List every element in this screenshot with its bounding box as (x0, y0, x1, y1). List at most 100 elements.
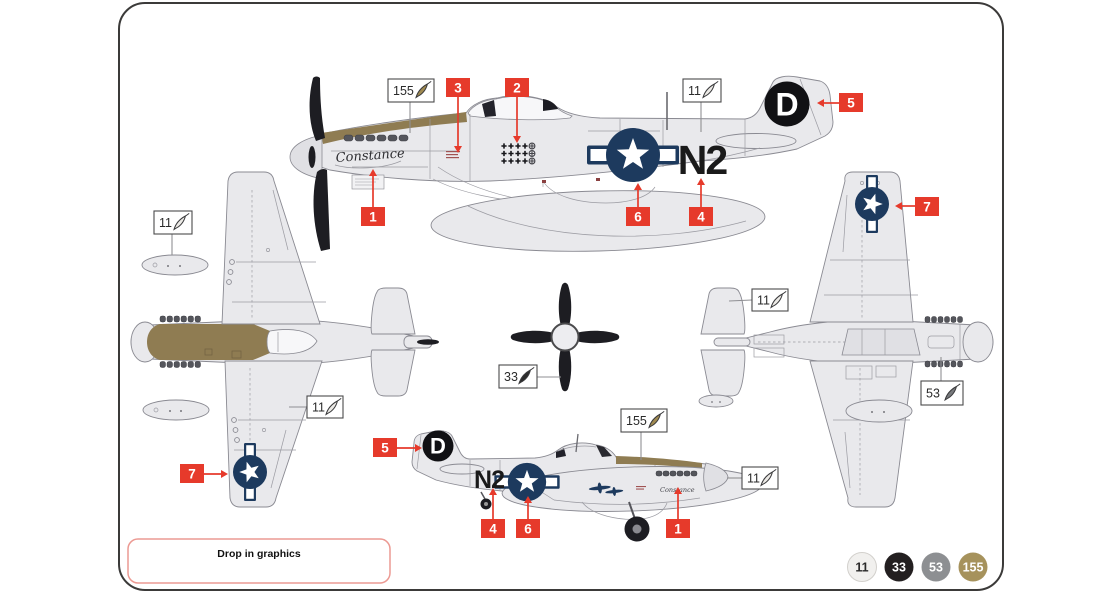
fuselage-code-text: N2 (474, 466, 504, 494)
drop-tank-small (698, 394, 734, 408)
aircraft-top-plan-view (130, 171, 439, 508)
propeller-blade (558, 348, 572, 392)
callout-4-bottom: 4 (481, 519, 505, 538)
svg-text:3: 3 (454, 81, 462, 96)
flap-line (467, 205, 747, 237)
exhaust-stacks (924, 316, 963, 368)
callout-4-top: 4 (689, 207, 713, 226)
callout-6-top: 6 (626, 207, 650, 226)
svg-text:1: 1 (369, 210, 377, 225)
tailwheel-hub (484, 502, 488, 506)
propeller-blade-root (308, 146, 316, 168)
drop-in-graphics-label: Drop in graphics (217, 548, 301, 560)
svg-text:33: 33 (504, 370, 518, 384)
svg-text:6: 6 (524, 522, 532, 537)
svg-text:53: 53 (926, 387, 940, 401)
page-border (118, 2, 1004, 591)
anti-glare-panel (147, 324, 253, 360)
callout-1-bottom: 1 (666, 519, 690, 538)
gun-port (232, 427, 239, 433)
rudder-edge (417, 339, 439, 345)
spinner (703, 462, 729, 492)
gun-port (229, 259, 235, 265)
paint-label-53-exhaust: 53 (920, 380, 964, 406)
exhaust-stacks (343, 134, 409, 142)
wing-walk-silhouettes (588, 482, 624, 496)
gun-port (227, 269, 234, 275)
stencil-text (636, 488, 644, 490)
svg-text:6: 6 (634, 210, 642, 225)
svg-text:155: 155 (963, 561, 984, 575)
radiator-scoop (841, 328, 921, 356)
tailplane-upper (700, 287, 746, 335)
svg-text:2: 2 (513, 81, 521, 96)
paint-label-155-top: 155 (387, 78, 435, 103)
svg-text:155: 155 (393, 84, 414, 98)
paint-label-11-left-wing: 11 (306, 395, 344, 419)
gear-strut (628, 501, 636, 520)
tailwheel-strut (480, 491, 486, 500)
paint-swatch-11: 11 (847, 552, 877, 582)
headrest (543, 99, 558, 111)
aircraft-underside-view (700, 171, 994, 508)
spinner (289, 134, 323, 180)
propeller-blade (510, 330, 554, 344)
stencil-text (636, 486, 646, 488)
callout-7-left: 7 (180, 464, 204, 483)
exhaust-stacks (159, 315, 201, 368)
paint-label-11-right-tail: 11 (751, 288, 789, 312)
windscreen-frame (482, 100, 496, 117)
rudder-underside (713, 337, 751, 347)
propeller-front-view (510, 282, 620, 392)
callout-2: 2 (505, 78, 529, 97)
callout-5-bottom: 5 (373, 438, 397, 457)
aileron-line (272, 189, 289, 251)
wing-panel-lines (232, 261, 326, 303)
svg-text:7: 7 (188, 467, 196, 482)
canopy-line (557, 445, 597, 452)
propeller-blade-upper (309, 76, 325, 141)
svg-text:5: 5 (381, 441, 389, 456)
wingtip-light (860, 181, 864, 185)
tailwheel-door (753, 334, 785, 345)
port-wing (221, 171, 321, 325)
propeller-blade (576, 330, 620, 344)
tail-letter-disc (764, 81, 810, 127)
scoop-lines (861, 329, 886, 355)
headrest (556, 448, 566, 458)
svg-text:11: 11 (757, 294, 770, 308)
drop-tank (845, 399, 913, 423)
paint-swatch-33: 33 (884, 552, 914, 582)
formation-light (542, 180, 546, 183)
stencil-text (446, 151, 460, 159)
callout-6-bottom: 6 (516, 519, 540, 538)
gun-port (234, 437, 240, 443)
gear-door (845, 365, 873, 380)
panel-lines (469, 460, 700, 496)
aileron-line (270, 429, 287, 489)
drop-in-graphics-box[interactable]: Drop in graphics (127, 538, 391, 584)
callout-arrowheads (221, 99, 902, 503)
nose-art-flourish (334, 160, 402, 169)
nose-art-text: Constance (335, 146, 405, 166)
access-panel (266, 248, 270, 252)
spinner-hub (550, 322, 580, 352)
access-panel (262, 428, 266, 432)
svg-text:11: 11 (855, 561, 868, 575)
svg-text:5: 5 (847, 96, 855, 111)
anti-glare-panel (616, 456, 702, 469)
svg-text:11: 11 (688, 84, 701, 98)
callout-lines (204, 97, 915, 519)
stencil-data-block (351, 174, 385, 190)
svg-text:33: 33 (892, 561, 906, 575)
canopy (266, 329, 318, 355)
callout-5-top: 5 (839, 93, 863, 112)
tailwheel-door (753, 347, 785, 358)
carb-intake (927, 335, 955, 349)
panel-detail (231, 350, 242, 359)
svg-text:11: 11 (747, 472, 760, 486)
fuselage (314, 75, 834, 182)
tailplane (439, 463, 485, 475)
callout-3: 3 (446, 78, 470, 97)
kill-markings (501, 142, 536, 165)
